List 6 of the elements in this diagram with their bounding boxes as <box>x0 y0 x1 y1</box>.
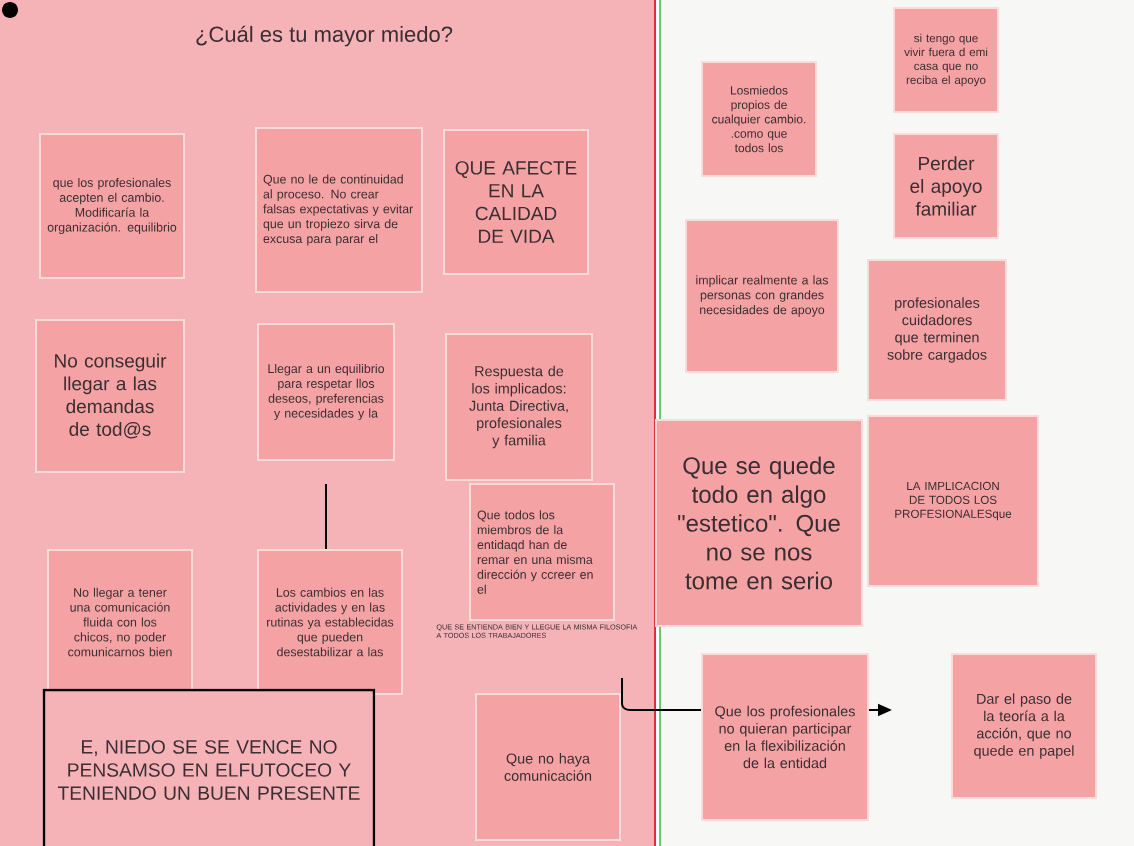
sticky-note: QUE AFECTE EN LA CALIDAD DE VIDA <box>443 129 589 275</box>
title: ¿Cuál es tu mayor miedo? <box>196 25 453 47</box>
sticky-note: Perder el apoyo familiar <box>893 133 999 239</box>
sticky-note: No conseguir llegar a las demandas de tod@s <box>35 319 185 473</box>
text-frame: E, NIEDO SE SE VENCE NO PENSAMSO EN ELFUTOCEO Y TENIENDO UN BUEN PRESENTE <box>42 688 376 846</box>
sticky-note: Que se quede todo en algo "estetico". Que no se nos tome en serio <box>655 419 863 627</box>
